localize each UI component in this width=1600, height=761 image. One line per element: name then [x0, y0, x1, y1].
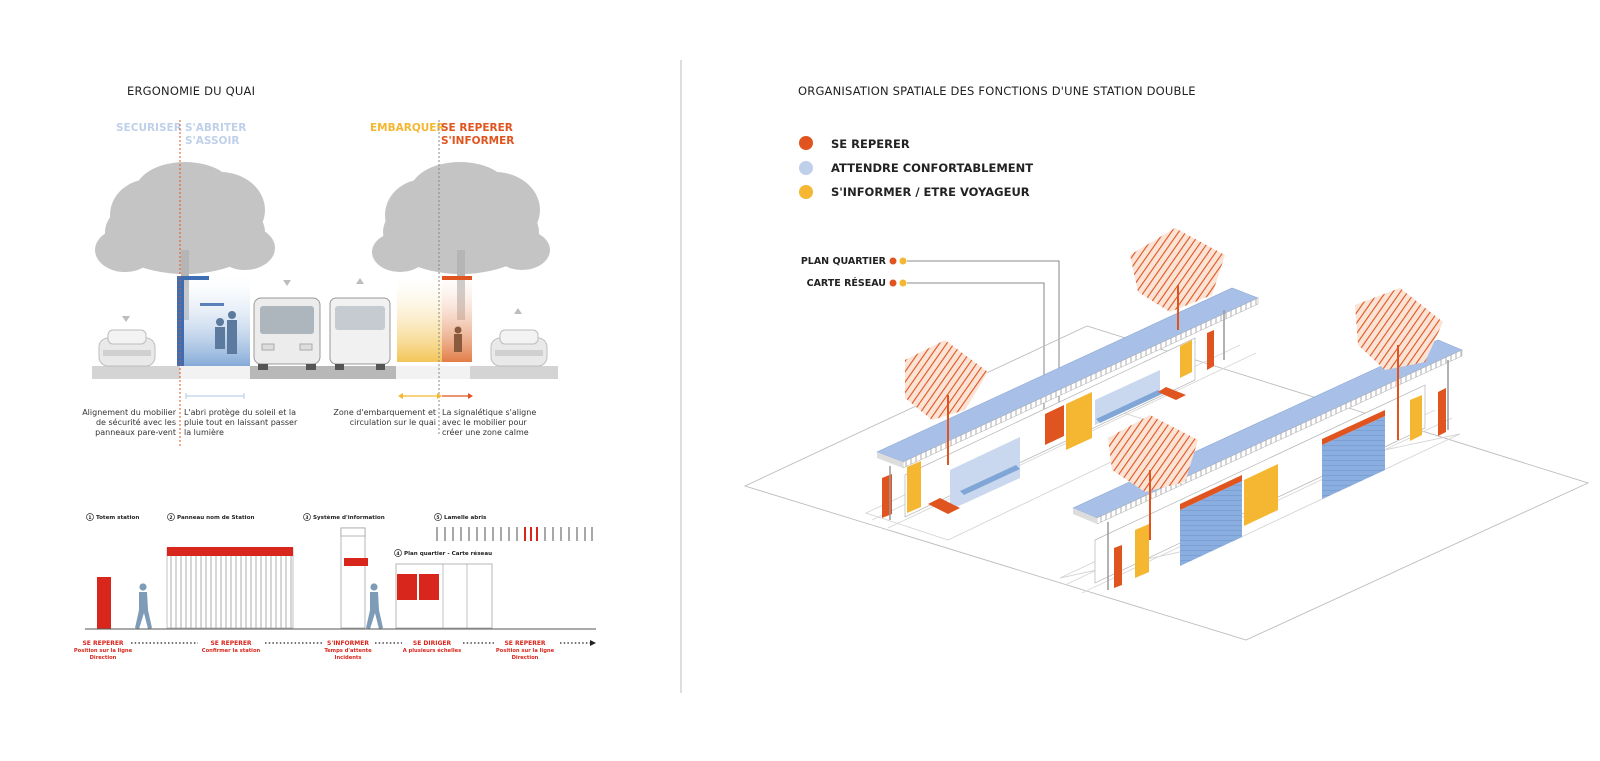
totem-station: [97, 577, 111, 629]
panneau-station: [166, 547, 294, 629]
station-2: [1072, 339, 1463, 590]
left-panel: ERGONOMIE DU QUAI SECURISER S'ABRITER S'…: [74, 84, 596, 661]
legend-attendre: ATTENDRE CONFORTABLEMENT: [831, 161, 1033, 175]
systeme-information: [340, 527, 368, 629]
caption-alignement-2: de sécurité avec les: [96, 417, 176, 427]
callouts: PLAN QUARTIER CARTE RÉSEAU: [801, 256, 1060, 415]
car-left: [98, 316, 156, 367]
label-securiser: SECURISER: [116, 122, 182, 134]
pedestrian-2: [366, 583, 383, 629]
tree-hatched-1: [905, 340, 988, 465]
station-1: [876, 287, 1259, 520]
bus-front: [253, 280, 321, 370]
svg-text:A plusieurs échelles: A plusieurs échelles: [403, 647, 462, 654]
svg-text:1: 1: [88, 515, 91, 521]
pedestrian-1: [135, 583, 152, 629]
function-1-title: SE REPERER: [82, 640, 123, 647]
dimension-abri: [185, 393, 245, 399]
svg-text:Confirmer la station: Confirmer la station: [202, 648, 261, 654]
svg-text:4: 4: [396, 551, 399, 557]
caption-signal-1: La signalétique s'aligne: [442, 407, 536, 417]
svg-text:2: 2: [169, 515, 172, 521]
left-title: ERGONOMIE DU QUAI: [127, 84, 255, 98]
components-strip: 1 Totem station 2 Panneau nom de Station…: [74, 513, 596, 661]
right-title: ORGANISATION SPATIALE DES FONCTIONS D'UN…: [798, 84, 1196, 98]
legend-dot-informer: [799, 185, 813, 199]
svg-text:Direction: Direction: [512, 655, 539, 661]
callout-plan-quartier: PLAN QUARTIER: [801, 256, 887, 267]
tree-hatched-3: [1355, 288, 1443, 440]
legend-dot-reperer: [799, 136, 813, 150]
caption-zone-2: circulation sur le quai: [350, 418, 436, 427]
caption-alignement-1: Alignement du mobilier: [82, 408, 177, 417]
svg-text:Position sur la ligne: Position sur la ligne: [496, 648, 555, 654]
label-sassoir: S'ASSOIR: [185, 135, 239, 147]
label-embarquer: EMBARQUER: [370, 122, 445, 134]
label-totem: Totem station: [96, 515, 139, 521]
caption-signal-3: créer une zone calme: [442, 427, 529, 437]
caption-signal-2: avec le mobilier pour: [442, 418, 527, 427]
legend-reperer: SE REPERER: [831, 137, 910, 151]
label-lamelle: Lamelle abris: [444, 515, 487, 521]
svg-text:Direction: Direction: [90, 655, 117, 661]
caption-abri-1: L'abri protège du soleil et la: [184, 407, 296, 417]
label-sinformer: S'INFORMER: [441, 135, 514, 147]
caption-zone-1: Zone d'embarquement et: [333, 408, 436, 417]
label-systeme: Système d'information: [313, 514, 385, 521]
label-plan: Plan quartier - Carte réseau: [404, 550, 492, 557]
dimension-embarquer: [398, 393, 473, 399]
function-4-title: SE DIRIGER: [413, 640, 452, 647]
shelter-yellow-orange: [397, 276, 472, 362]
arrow-head: [590, 640, 596, 646]
legend-informer: S'INFORMER / ETRE VOYAGEUR: [831, 185, 1030, 199]
lamelle-abris: [436, 527, 593, 541]
label-se-reperer: SE REPERER: [441, 122, 513, 134]
svg-text:5: 5: [436, 515, 439, 521]
tree-right: [372, 162, 550, 320]
label-sabriter: S'ABRITER: [185, 122, 246, 134]
svg-text:Incidents: Incidents: [335, 655, 362, 661]
label-panneau: Panneau nom de Station: [177, 515, 254, 521]
caption-alignement-3: panneaux pare-vent: [95, 428, 176, 437]
legend: SE REPERER ATTENDRE CONFORTABLEMENT S'IN…: [799, 136, 1033, 199]
caption-abri-3: la lumière: [184, 427, 224, 437]
legend-dot-attendre: [799, 161, 813, 175]
bus-back: [329, 278, 391, 370]
plan-quartier: [395, 563, 493, 629]
caption-abri-2: pluie tout en laissant passer: [184, 418, 298, 427]
callout-carte-reseau: CARTE RÉSEAU: [807, 277, 886, 289]
car-right: [490, 308, 548, 367]
function-3-title: S'INFORMER: [327, 640, 369, 647]
function-2-title: SE REPERER: [210, 640, 251, 647]
shelter-blue: [177, 276, 250, 366]
svg-text:Temps d'attente: Temps d'attente: [324, 648, 372, 654]
tree-hatched-2: [1130, 228, 1225, 330]
svg-text:3: 3: [305, 515, 308, 521]
tree-hatched-4: [1108, 415, 1198, 540]
svg-text:Position sur la ligne: Position sur la ligne: [74, 648, 133, 654]
right-panel: ORGANISATION SPATIALE DES FONCTIONS D'UN…: [743, 84, 1590, 641]
function-5-title: SE REPERER: [504, 640, 545, 647]
